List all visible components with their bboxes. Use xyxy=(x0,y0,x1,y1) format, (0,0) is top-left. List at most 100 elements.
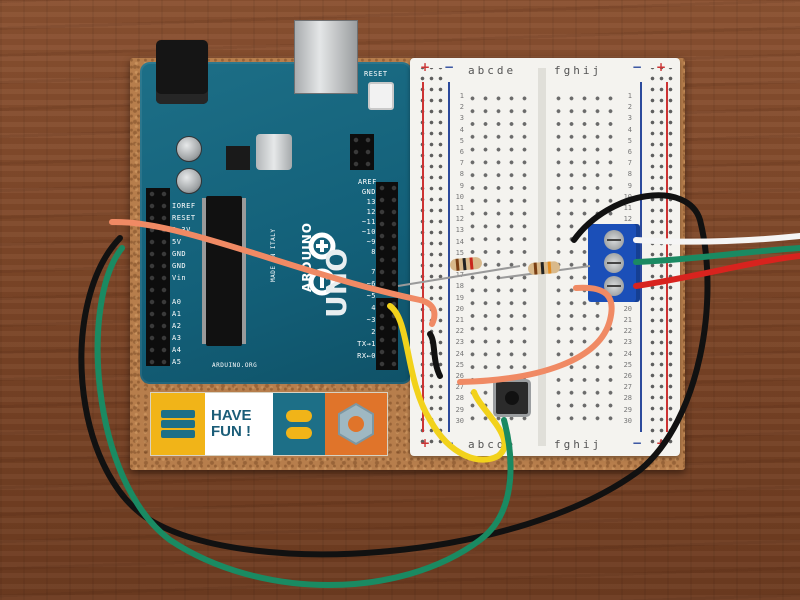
row-number: 30 xyxy=(455,416,464,425)
arduino-infinity-logo-icon xyxy=(294,208,350,320)
digital-header-bottom xyxy=(376,298,398,370)
screw-icon xyxy=(604,253,624,273)
column-letters-top-right: fghij xyxy=(554,64,603,77)
black-wire-2 xyxy=(427,331,443,379)
plus-sign: + xyxy=(420,60,431,74)
pin-label-left: A1 xyxy=(172,310,182,318)
row-number: 8 xyxy=(627,170,632,179)
column-letters-bottom-right: fghij xyxy=(554,438,603,451)
pin-label-left: A2 xyxy=(172,322,182,330)
red-wire xyxy=(633,253,800,289)
salmon-wire-2 xyxy=(457,284,615,385)
row-number: 4 xyxy=(627,125,632,134)
plus-sign: + xyxy=(656,60,667,74)
row-number: 26 xyxy=(623,372,632,380)
row-number: 11 xyxy=(623,204,632,212)
resistor-1 xyxy=(397,257,521,287)
row-number: 24 xyxy=(623,349,632,358)
row-number: 1 xyxy=(627,92,632,100)
pin-label-left: GND xyxy=(172,262,187,270)
row-number: 28 xyxy=(623,394,632,403)
row-number: 25 xyxy=(455,360,464,369)
pin-label-left: A5 xyxy=(172,358,182,366)
row-number: 18 xyxy=(455,282,464,291)
row-number: 29 xyxy=(455,405,464,414)
column-letters-top-left: abcde xyxy=(468,64,517,77)
row-number: 3 xyxy=(459,114,464,123)
pin-label-right: ~6 xyxy=(366,280,376,288)
capacitor-icon xyxy=(176,136,202,162)
green-wire xyxy=(94,245,514,588)
row-number: 27 xyxy=(623,383,632,392)
pin-label-left: A0 xyxy=(172,298,182,306)
white-wire xyxy=(633,233,800,245)
capacitor-icon xyxy=(176,168,202,194)
stripe-shape xyxy=(161,430,195,438)
row-number: 15 xyxy=(455,248,464,257)
row-number: 13 xyxy=(455,226,464,235)
row-number: 10 xyxy=(455,192,464,201)
have-fun-sticker: HAVE FUN ! xyxy=(150,392,388,456)
row-number: 8 xyxy=(459,170,464,179)
sticker-text-panel: HAVE FUN ! xyxy=(205,393,273,455)
rail-line-blue xyxy=(448,82,450,432)
black-wire xyxy=(78,192,711,558)
reset-label: RESET xyxy=(364,70,388,78)
pin-label-right: ~10 xyxy=(361,228,376,236)
row-number: 5 xyxy=(459,136,464,145)
row-number: 7 xyxy=(627,159,632,168)
row-number: 6 xyxy=(627,148,632,156)
row-number: 21 xyxy=(455,316,464,324)
yellow-wire xyxy=(387,303,508,463)
minus-sign: − xyxy=(444,60,455,74)
row-number: 21 xyxy=(623,316,632,324)
row-number: 23 xyxy=(623,338,632,347)
stripe-shape xyxy=(161,410,195,418)
arduino-uno-board xyxy=(140,62,412,384)
screw-icon xyxy=(604,230,624,250)
row-number: 1 xyxy=(459,92,464,100)
row-number: 12 xyxy=(623,215,632,224)
row-number: 7 xyxy=(459,159,464,168)
icsp-header xyxy=(350,134,374,170)
row-number: 25 xyxy=(623,360,632,369)
tactile-push-button xyxy=(496,382,528,414)
pill-shape xyxy=(286,426,312,439)
usb-port xyxy=(294,20,358,94)
pin-label-right: 4 xyxy=(371,304,376,312)
row-number: 9 xyxy=(627,181,632,190)
row-number: 29 xyxy=(623,405,632,414)
row-number: 6 xyxy=(459,148,464,156)
sticker-line-2: FUN ! xyxy=(211,423,251,440)
pin-label-right: ~3 xyxy=(366,316,376,324)
rail-line-red xyxy=(422,82,424,432)
pin-label-left: GND xyxy=(172,250,187,258)
arduino-url-label: ARDUINO.ORG xyxy=(212,362,258,369)
row-number: 5 xyxy=(627,136,632,145)
pin-label-right: 2 xyxy=(371,328,376,336)
crystal-oscillator xyxy=(256,134,292,170)
row-number: 9 xyxy=(459,181,464,190)
row-number: 3 xyxy=(627,114,632,123)
row-number: 20 xyxy=(455,304,464,313)
sticker-line-1: HAVE xyxy=(211,407,252,424)
pill-shape xyxy=(286,409,312,422)
pin-label-right: AREF xyxy=(358,178,377,186)
resistor-2 xyxy=(499,261,591,279)
power-jack xyxy=(156,40,208,104)
row-number: 10 xyxy=(623,192,632,201)
row-number: 2 xyxy=(627,103,632,112)
row-number: 26 xyxy=(455,372,464,380)
minus-sign: − xyxy=(632,60,643,74)
digital-header-top xyxy=(376,182,398,292)
row-number: 30 xyxy=(623,416,632,425)
pin-label-left: 5V xyxy=(172,238,182,246)
rail-line-red xyxy=(666,82,668,432)
pin-label-right: ~5 xyxy=(366,292,376,300)
plus-sign: + xyxy=(420,436,431,450)
minus-sign: − xyxy=(632,436,643,450)
pin-label-left: A3 xyxy=(172,334,182,342)
row-number: 22 xyxy=(455,327,464,336)
